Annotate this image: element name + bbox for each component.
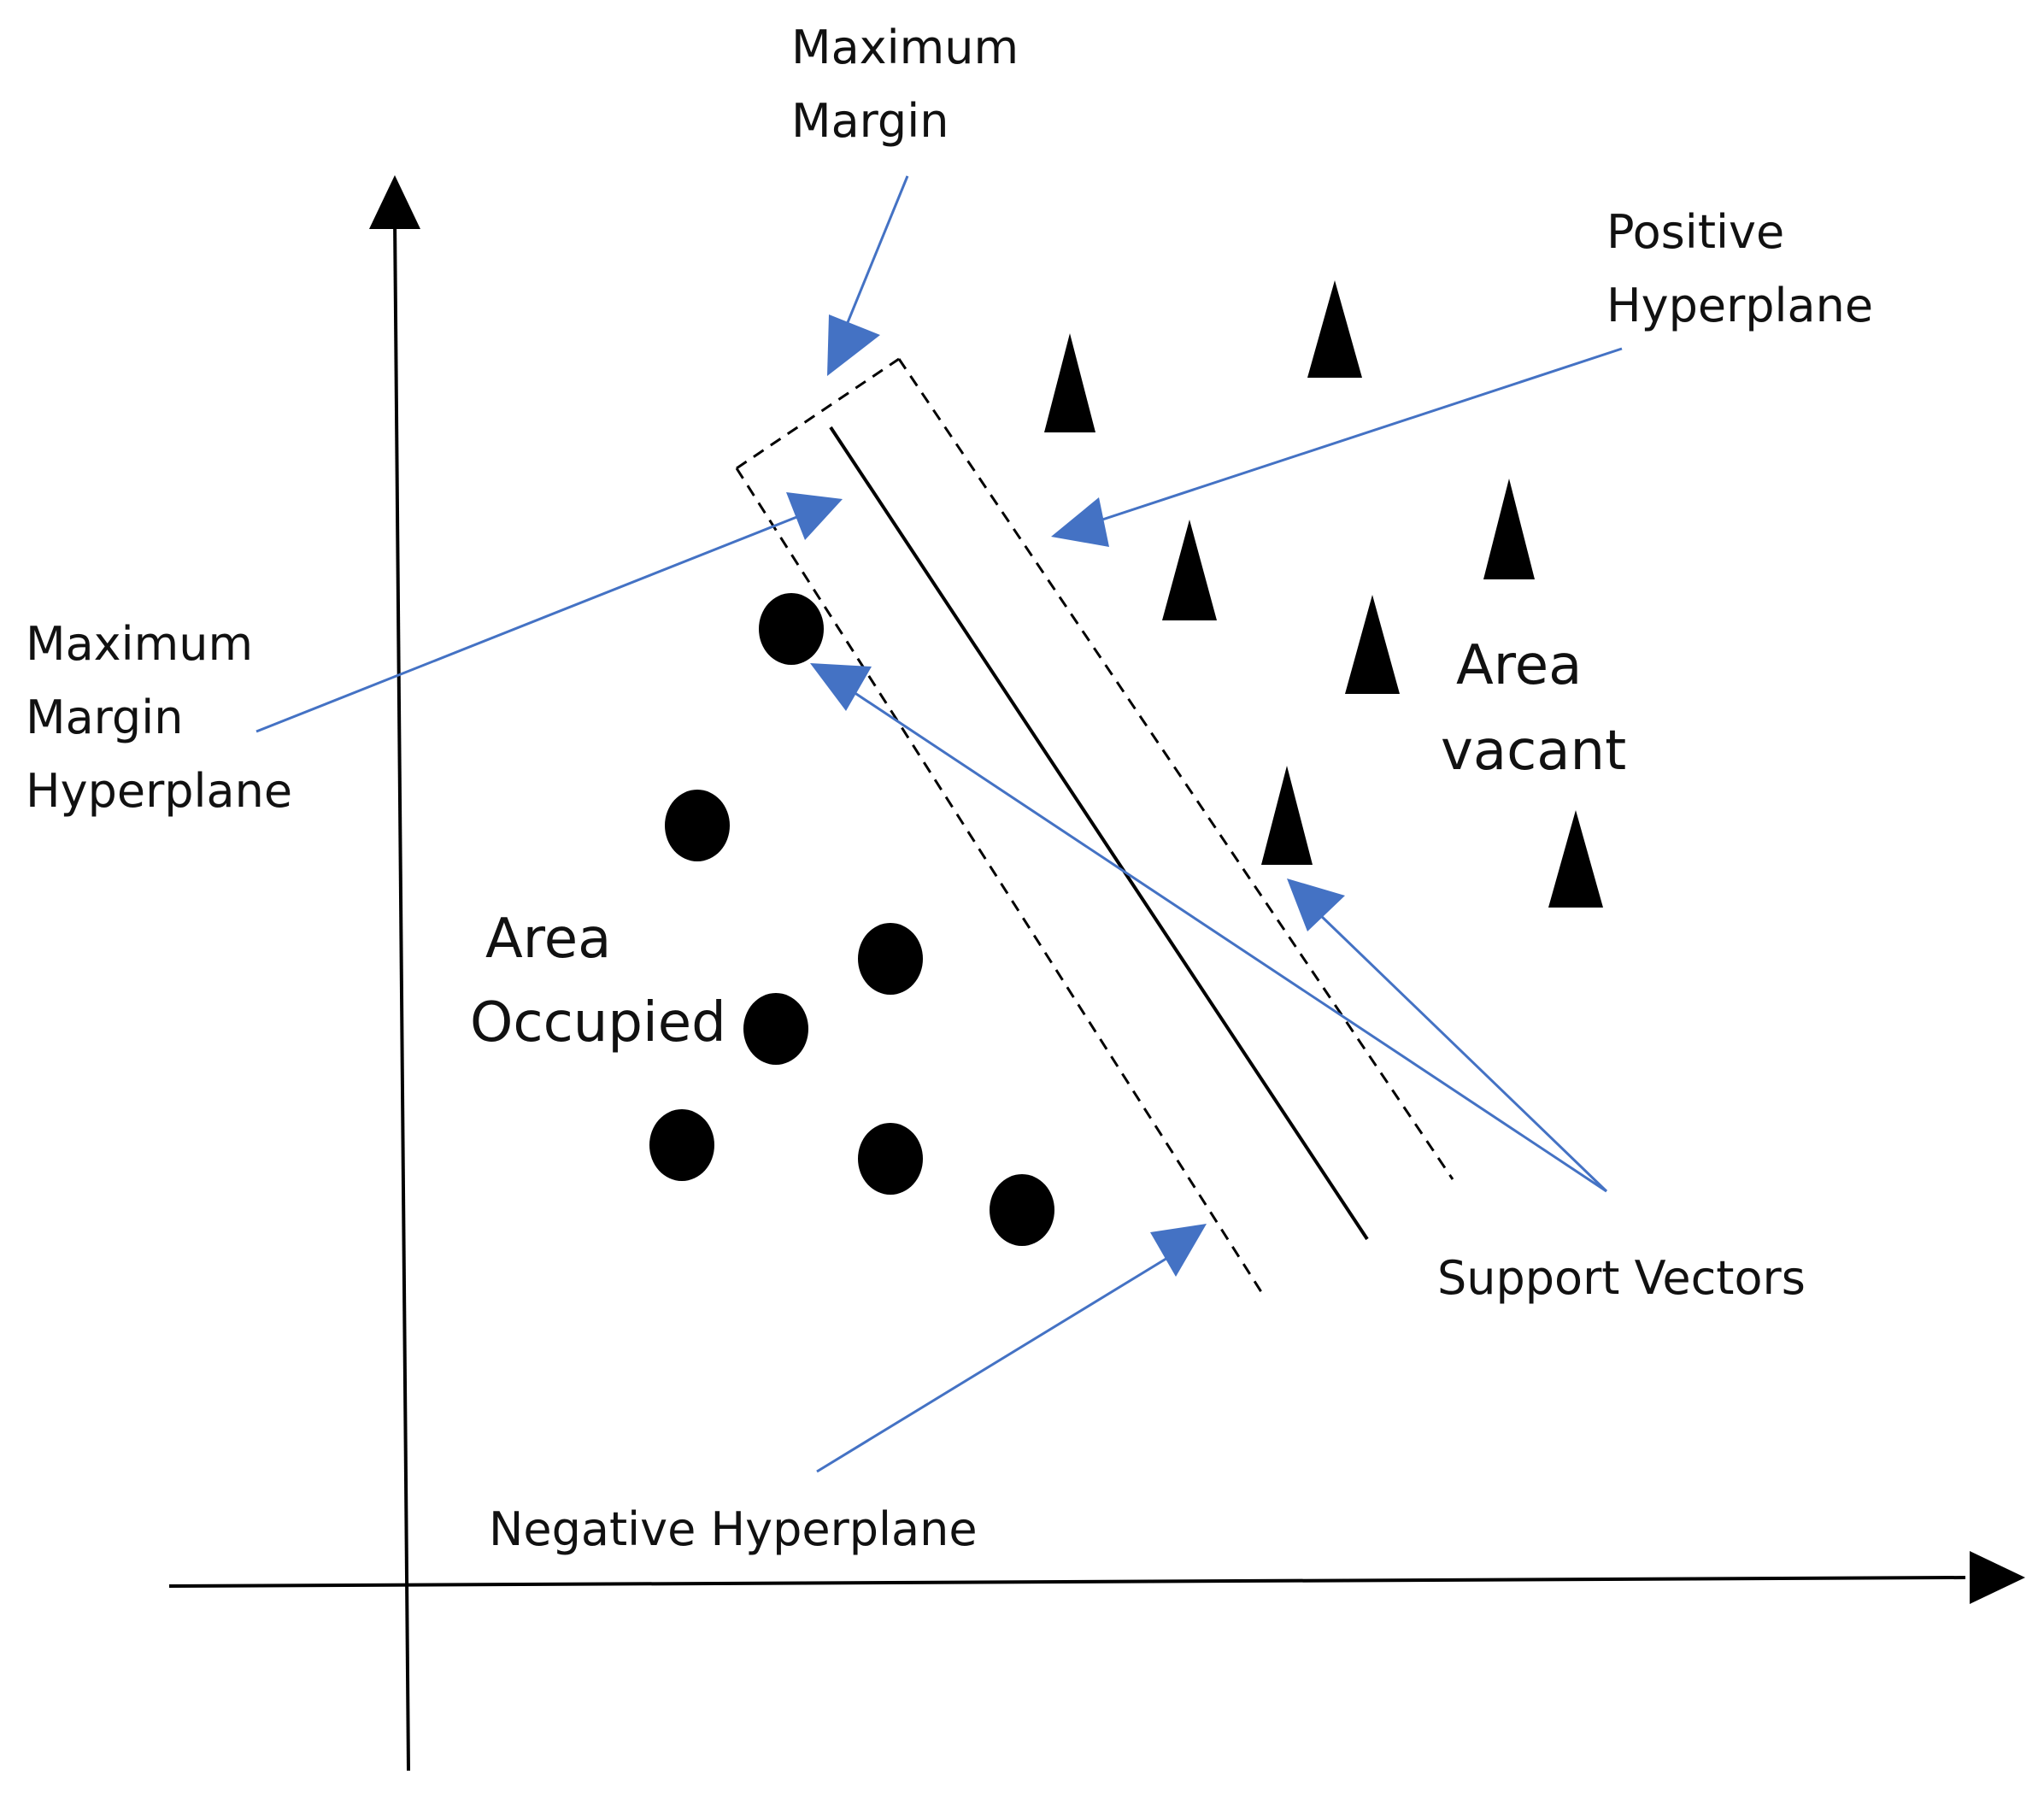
support-vectors-arrowhead-circle [810,663,872,711]
triangle-point [1483,479,1535,579]
triangle-point [1162,520,1217,620]
support-vectors-arrow-to-circle [845,685,1607,1193]
annotation-arrows [256,175,1623,1473]
circle-point [649,1109,714,1181]
triangle-point [1345,595,1400,694]
maximum-margin-label-line2: Margin [791,94,949,148]
x-axis-line [168,1576,1966,1588]
triangle-point [1261,766,1313,865]
triangle-point [1548,810,1603,908]
area-vacant-label-line1: Area [1456,634,1582,697]
labels: Maximum Margin Positive Hyperplane Maxim… [26,21,1873,1556]
circle-point [759,593,824,665]
triangle-point [1307,280,1362,378]
area-vacant-label-line2: vacant [1441,720,1626,783]
triangle-class-points [1044,280,1603,908]
positive-hyperplane-label-line1: Positive [1606,205,1784,259]
maximum-margin-hyperplane-label-line2: Margin [26,690,183,744]
area-occupied-label-line2: Occupied [470,991,726,1055]
maximum-margin-arrowhead [827,314,880,376]
y-axis-line [393,217,410,1772]
margin-box-top-edge [736,357,900,470]
maximum-margin-hyperplane-label-line3: Hyperplane [26,764,292,818]
support-vectors-label: Support Vectors [1437,1251,1806,1305]
negative-hyperplane-label: Negative Hyperplane [489,1502,978,1556]
maximum-margin-hyperplane-label-line1: Maximum [26,617,253,671]
axes [168,175,2025,1772]
maximum-margin-arrow [841,175,909,336]
support-vectors-arrow-to-triangle [1314,909,1608,1193]
maximum-margin-hyperplane-arrowhead [786,492,843,540]
area-occupied-label-line1: Area [485,908,611,971]
negative-hyperplane-arrowhead [1150,1224,1207,1277]
maximum-margin-hyperplane-arrow [256,513,804,733]
circle-point [858,923,923,995]
hyperplanes [735,357,1454,1298]
circle-point [990,1174,1054,1246]
circle-point [665,790,730,861]
circle-point [743,993,808,1065]
circle-point [858,1123,923,1195]
x-axis-arrowhead [1970,1551,2025,1604]
triangle-point [1044,333,1095,432]
support-vectors-arrowhead-triangle [1287,878,1345,931]
positive-hyperplane-arrowhead [1051,497,1109,547]
circle-class-points [649,593,1054,1246]
positive-hyperplane-line [897,358,1454,1180]
maximum-margin-hyperplane-line [829,426,1369,1241]
negative-hyperplane-arrow [816,1251,1177,1473]
positive-hyperplane-arrow [1091,347,1623,525]
maximum-margin-label-line1: Maximum [791,21,1019,74]
positive-hyperplane-label-line2: Hyperplane [1606,279,1873,332]
y-axis-arrowhead [369,175,420,229]
